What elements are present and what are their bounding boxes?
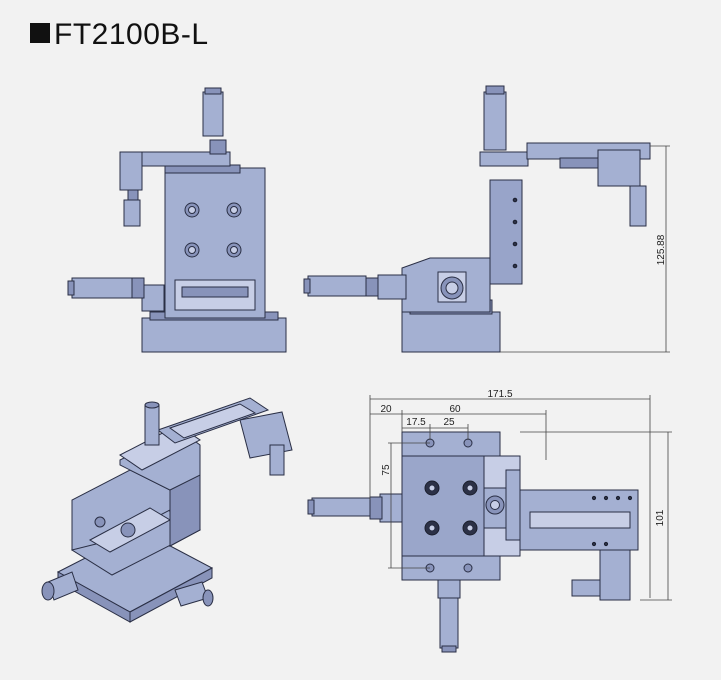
dim-60-label: 60 bbox=[449, 404, 461, 415]
dim-height-label: 125.88 bbox=[656, 234, 667, 265]
front-view bbox=[67, 87, 287, 353]
side-view: 125.88 bbox=[303, 85, 670, 353]
title-square-icon bbox=[30, 23, 50, 43]
dim-17-5-label: 17.5 bbox=[406, 417, 426, 428]
dim-75-label: 75 bbox=[381, 464, 392, 476]
dim-101-label: 101 bbox=[655, 509, 666, 526]
dim-25-label: 25 bbox=[443, 417, 455, 428]
isometric-view bbox=[41, 397, 293, 623]
dim-20-label: 20 bbox=[380, 404, 392, 415]
top-view: 171.5 20 60 17.5 25 75 101 bbox=[307, 389, 672, 653]
product-title: FT2100B-L bbox=[30, 18, 209, 52]
product-title-text: FT2100B-L bbox=[54, 18, 209, 51]
dim-overall-width-label: 171.5 bbox=[487, 389, 512, 400]
